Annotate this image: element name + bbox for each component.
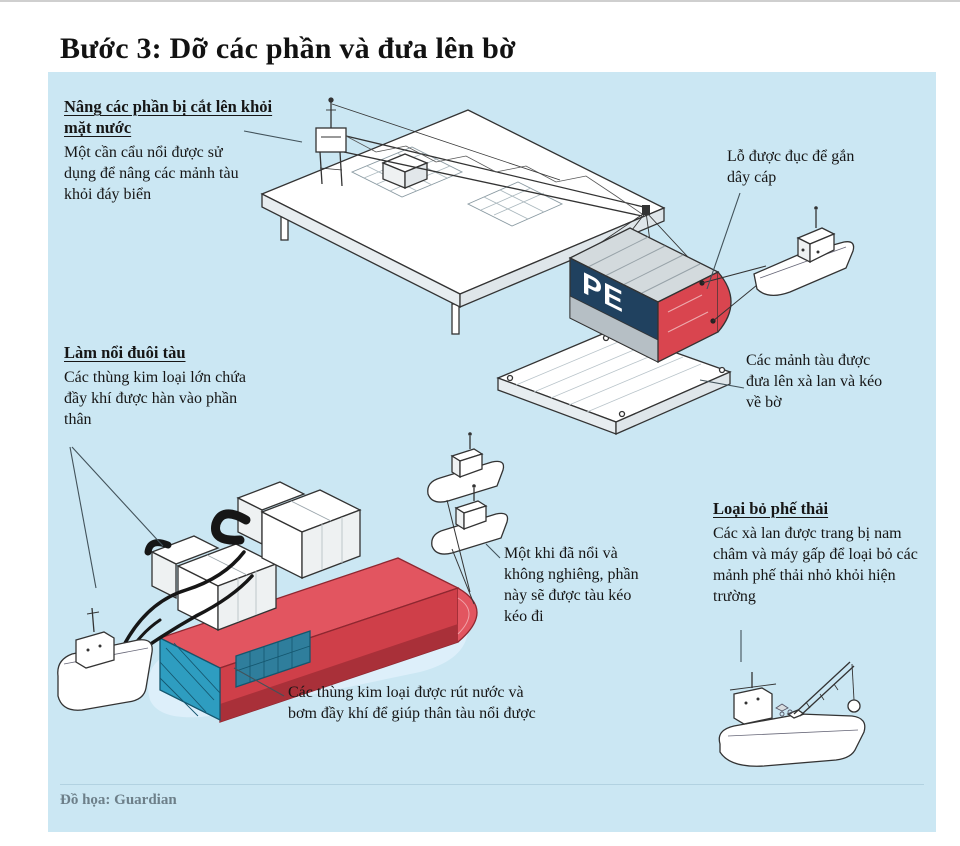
stern-assembly-illustration xyxy=(57,432,509,723)
tugboat-illustration xyxy=(753,206,855,296)
debris-vessel-hull xyxy=(718,713,866,767)
annotation-air-tanks: Các thùng kim loại được rút nước và bơm … xyxy=(288,682,536,724)
annotation-debris-body: Các xà lan được trang bị nam châm và máy… xyxy=(713,525,918,605)
annotation-lift: Nâng các phần bị cắt lên khỏi mặt nước M… xyxy=(64,96,278,205)
annotation-towing-body: Một khi đã nổi và không nghiêng, phần nà… xyxy=(504,545,639,625)
tugboat-illustration xyxy=(427,432,505,503)
annotation-lift-body: Một cần cẩu nổi được sử dụng để nâng các… xyxy=(64,144,239,203)
hull-opening xyxy=(235,630,311,688)
support-vessel-illustration xyxy=(57,607,153,711)
leader-lines xyxy=(69,130,745,697)
annotation-towing: Một khi đã nổi và không nghiêng, phần nà… xyxy=(504,543,656,627)
annotation-cable-holes-body: Lỗ được đục để gắn dây cáp xyxy=(727,148,855,186)
credit: Đồ họa: Guardian xyxy=(60,792,177,808)
top-divider xyxy=(0,0,960,2)
annotation-debris: Loại bỏ phế thải Các xà lan được trang b… xyxy=(713,498,925,607)
crane-cabin xyxy=(315,127,347,153)
credit-divider xyxy=(60,784,924,785)
pontoon-boxes-upper xyxy=(236,481,362,580)
stern-cut-face xyxy=(159,636,221,722)
annotation-lift-heading: Nâng các phần bị cắt lên khỏi mặt nước xyxy=(64,97,273,137)
page-title: Bước 3: Dỡ các phần và đưa lên bờ xyxy=(60,32,516,66)
crane-boom xyxy=(331,103,650,217)
annotation-refloat-body: Các thùng kim loại lớn chứa đầy khí được… xyxy=(64,369,246,428)
annotation-refloat: Làm nổi đuôi tàu Các thùng kim loại lớn … xyxy=(64,342,264,430)
floating-crane-illustration xyxy=(260,97,701,335)
ship-section-illustration: PE xyxy=(496,206,855,435)
annotation-air-tanks-body: Các thùng kim loại được rút nước và bơm … xyxy=(288,684,536,722)
annotation-cable-holes: Lỗ được đục để gắn dây cáp xyxy=(727,146,869,188)
annotation-barge-transport: Các mảnh tàu được đưa lên xà lan và kéo … xyxy=(746,350,888,413)
annotation-refloat-heading: Làm nổi đuôi tàu xyxy=(64,343,186,362)
annotation-barge-transport-body: Các mảnh tàu được đưa lên xà lan và kéo … xyxy=(746,352,883,411)
salvage-crane xyxy=(793,661,861,717)
annotation-debris-heading: Loại bỏ phế thải xyxy=(713,499,829,518)
debris-vessel-illustration xyxy=(718,661,866,767)
